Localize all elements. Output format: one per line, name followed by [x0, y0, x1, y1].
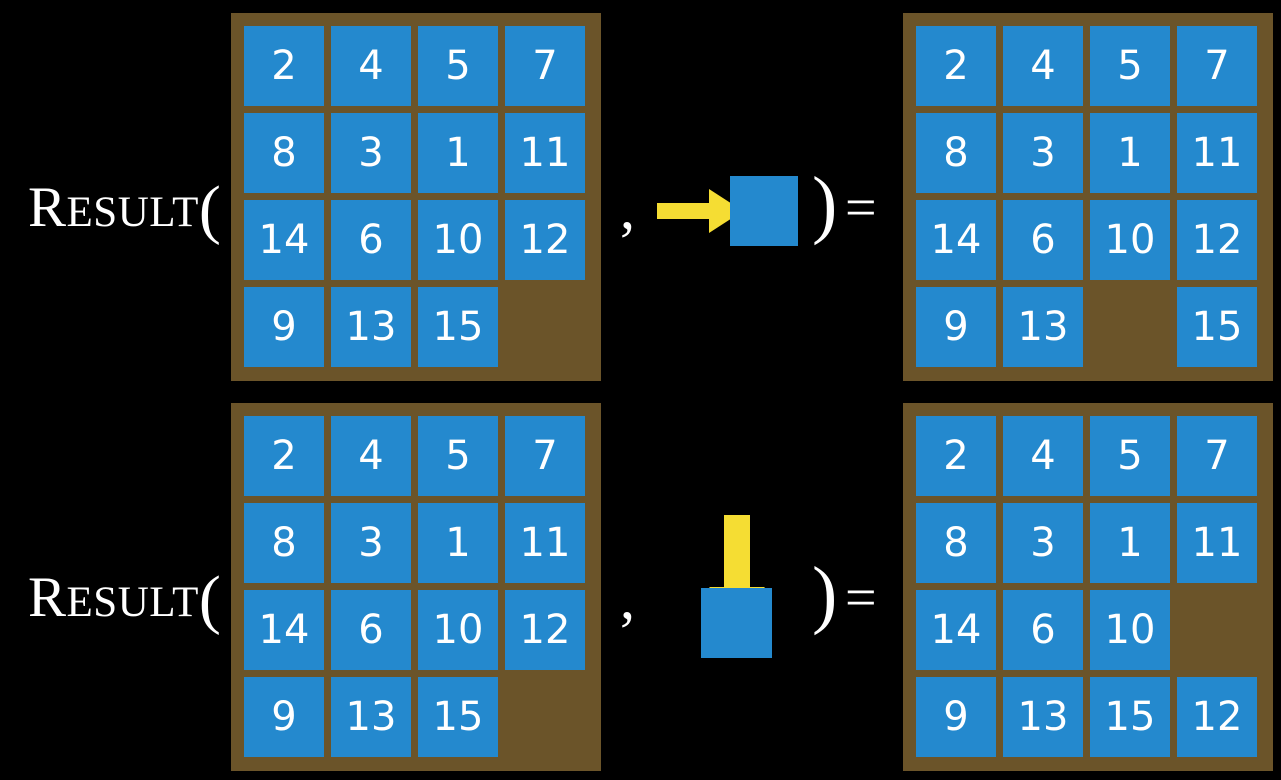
tile[interactable]: 15	[1177, 287, 1257, 367]
result-label-initial-row-1: R	[28, 176, 67, 239]
tile[interactable]: 13	[1003, 677, 1083, 757]
tile[interactable]: 3	[331, 113, 411, 193]
tile[interactable]: 2	[916, 416, 996, 496]
tile[interactable]: 6	[331, 200, 411, 280]
tile[interactable]: 7	[505, 26, 585, 106]
tile[interactable]: 11	[505, 503, 585, 583]
tile[interactable]: 4	[1003, 416, 1083, 496]
tile[interactable]: 14	[916, 590, 996, 670]
operation-tile-row-2[interactable]	[701, 588, 772, 658]
result-label-initial-row-2: R	[28, 566, 67, 629]
tile[interactable]: 13	[331, 677, 411, 757]
input-board-grid-row-2: 2 4 5 7 8 3 1 11 14 6 10 12 9 13 15	[244, 416, 588, 757]
tile[interactable]: 3	[331, 503, 411, 583]
tile[interactable]: 15	[418, 287, 498, 367]
empty-cell	[1090, 287, 1170, 367]
result-label-open-paren-row-1: (	[198, 173, 222, 246]
tile[interactable]: 6	[331, 590, 411, 670]
tile[interactable]: 8	[244, 113, 324, 193]
tile[interactable]: 5	[418, 416, 498, 496]
tile[interactable]: 3	[1003, 503, 1083, 583]
tile[interactable]: 11	[1177, 113, 1257, 193]
tile[interactable]: 4	[331, 416, 411, 496]
tile[interactable]: 6	[1003, 590, 1083, 670]
output-board-row-1: 2 4 5 7 8 3 1 11 14 6 10 12 9 13 15	[903, 13, 1273, 381]
tile[interactable]: 13	[1003, 287, 1083, 367]
tile[interactable]: 9	[916, 677, 996, 757]
result-label-row-2: RESULT(	[28, 562, 221, 633]
tile[interactable]: 12	[1177, 677, 1257, 757]
tile[interactable]: 14	[244, 200, 324, 280]
tile[interactable]: 5	[418, 26, 498, 106]
tile[interactable]: 10	[418, 590, 498, 670]
input-board-row-1: 2 4 5 7 8 3 1 11 14 6 10 12 9 13 15	[231, 13, 601, 381]
input-board-row-2: 2 4 5 7 8 3 1 11 14 6 10 12 9 13 15	[231, 403, 601, 771]
output-board-grid-row-1: 2 4 5 7 8 3 1 11 14 6 10 12 9 13 15	[916, 26, 1260, 367]
tile[interactable]: 8	[916, 503, 996, 583]
tile[interactable]: 9	[244, 287, 324, 367]
tile[interactable]: 14	[916, 200, 996, 280]
tile[interactable]: 3	[1003, 113, 1083, 193]
tile[interactable]: 6	[1003, 200, 1083, 280]
tile[interactable]: 14	[244, 590, 324, 670]
empty-cell	[505, 287, 585, 367]
result-label-rest-row-2: ESULT	[66, 579, 199, 626]
tile[interactable]: 9	[244, 677, 324, 757]
tile[interactable]: 11	[505, 113, 585, 193]
tile[interactable]: 12	[505, 590, 585, 670]
close-paren-row-1: )	[812, 162, 838, 246]
tile[interactable]: 2	[244, 26, 324, 106]
tile[interactable]: 10	[1090, 200, 1170, 280]
tile[interactable]: 13	[331, 287, 411, 367]
tile[interactable]: 5	[1090, 26, 1170, 106]
argument-separator-row-2: ,	[620, 565, 635, 631]
tile[interactable]: 15	[418, 677, 498, 757]
tile[interactable]: 2	[244, 416, 324, 496]
tile[interactable]: 12	[505, 200, 585, 280]
tile[interactable]: 4	[331, 26, 411, 106]
tile[interactable]: 4	[1003, 26, 1083, 106]
tile[interactable]: 10	[1090, 590, 1170, 670]
equals-sign-row-1: =	[845, 177, 877, 239]
tile[interactable]: 15	[1090, 677, 1170, 757]
tile[interactable]: 8	[916, 113, 996, 193]
tile[interactable]: 8	[244, 503, 324, 583]
equals-sign-row-2: =	[845, 567, 877, 629]
tile[interactable]: 11	[1177, 503, 1257, 583]
tile[interactable]: 9	[916, 287, 996, 367]
tile[interactable]: 12	[1177, 200, 1257, 280]
tile[interactable]: 7	[1177, 26, 1257, 106]
tile[interactable]: 5	[1090, 416, 1170, 496]
result-label-open-paren-row-2: (	[198, 563, 222, 636]
tile[interactable]: 1	[418, 503, 498, 583]
argument-separator-row-1: ,	[620, 175, 635, 241]
output-board-grid-row-2: 2 4 5 7 8 3 1 11 14 6 10 9 13 15 12	[916, 416, 1260, 757]
tile[interactable]: 2	[916, 26, 996, 106]
tile[interactable]: 1	[1090, 113, 1170, 193]
tile[interactable]: 1	[418, 113, 498, 193]
arrow-right-icon-row-1	[657, 189, 743, 233]
tile[interactable]: 1	[1090, 503, 1170, 583]
tile[interactable]: 10	[418, 200, 498, 280]
empty-cell	[1177, 590, 1257, 670]
output-board-row-2: 2 4 5 7 8 3 1 11 14 6 10 9 13 15 12	[903, 403, 1273, 771]
tile[interactable]: 7	[1177, 416, 1257, 496]
tile[interactable]: 7	[505, 416, 585, 496]
operation-tile-row-1[interactable]	[730, 176, 798, 246]
input-board-grid-row-1: 2 4 5 7 8 3 1 11 14 6 10 12 9 13 15	[244, 26, 588, 367]
empty-cell	[505, 677, 585, 757]
result-label-row-1: RESULT(	[28, 172, 221, 243]
result-label-rest-row-1: ESULT	[66, 189, 199, 236]
close-paren-row-2: )	[812, 552, 838, 636]
